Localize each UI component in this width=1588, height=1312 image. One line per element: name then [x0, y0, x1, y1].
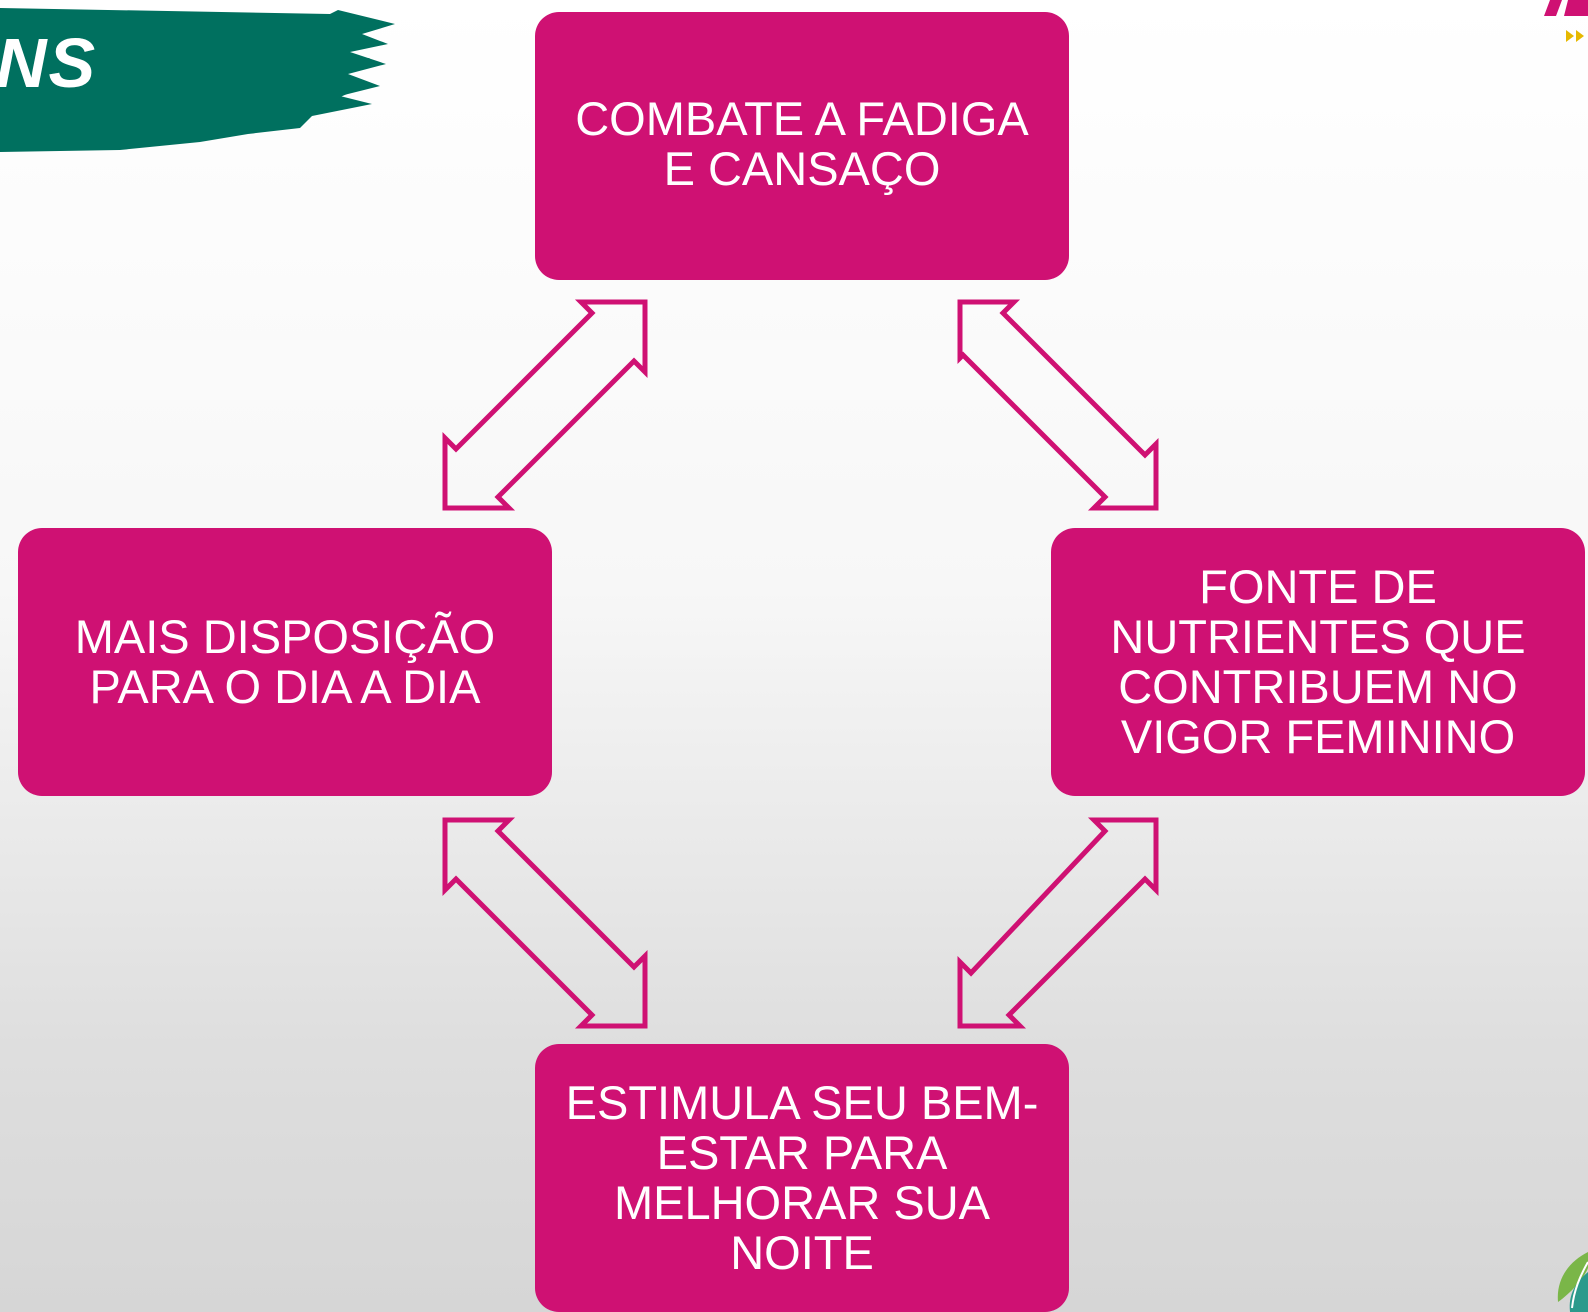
- box-right-label: FONTE DE NUTRIENTES QUE CONTRIBUEM NO VI…: [1110, 560, 1526, 763]
- box-estimula-bem-estar: ESTIMULA SEU BEM- ESTAR PARA MELHORAR SU…: [535, 1044, 1069, 1312]
- box-bottom-label: ESTIMULA SEU BEM- ESTAR PARA MELHORAR SU…: [565, 1076, 1039, 1279]
- arrow-left-bottom: [442, 817, 648, 1029]
- box-left-label: MAIS DISPOSIÇÃO PARA O DIA A DIA: [74, 610, 496, 713]
- arrow-right-bottom: [957, 817, 1159, 1029]
- arrow-top-right: [957, 299, 1159, 511]
- header-brush-banner: [0, 8, 395, 152]
- brand-logo-icon: [1544, 0, 1588, 42]
- box-top-label: COMBATE A FADIGA E CANSAÇO: [575, 92, 1029, 195]
- box-combate-fadiga: COMBATE A FADIGA E CANSAÇO: [535, 12, 1069, 280]
- arrow-top-left: [442, 299, 648, 511]
- box-fonte-nutrientes: FONTE DE NUTRIENTES QUE CONTRIBUEM NO VI…: [1051, 528, 1585, 796]
- leaf-icon: [1557, 1252, 1588, 1312]
- box-mais-disposicao: MAIS DISPOSIÇÃO PARA O DIA A DIA: [18, 528, 552, 796]
- header-brush-text: NS: [0, 24, 98, 102]
